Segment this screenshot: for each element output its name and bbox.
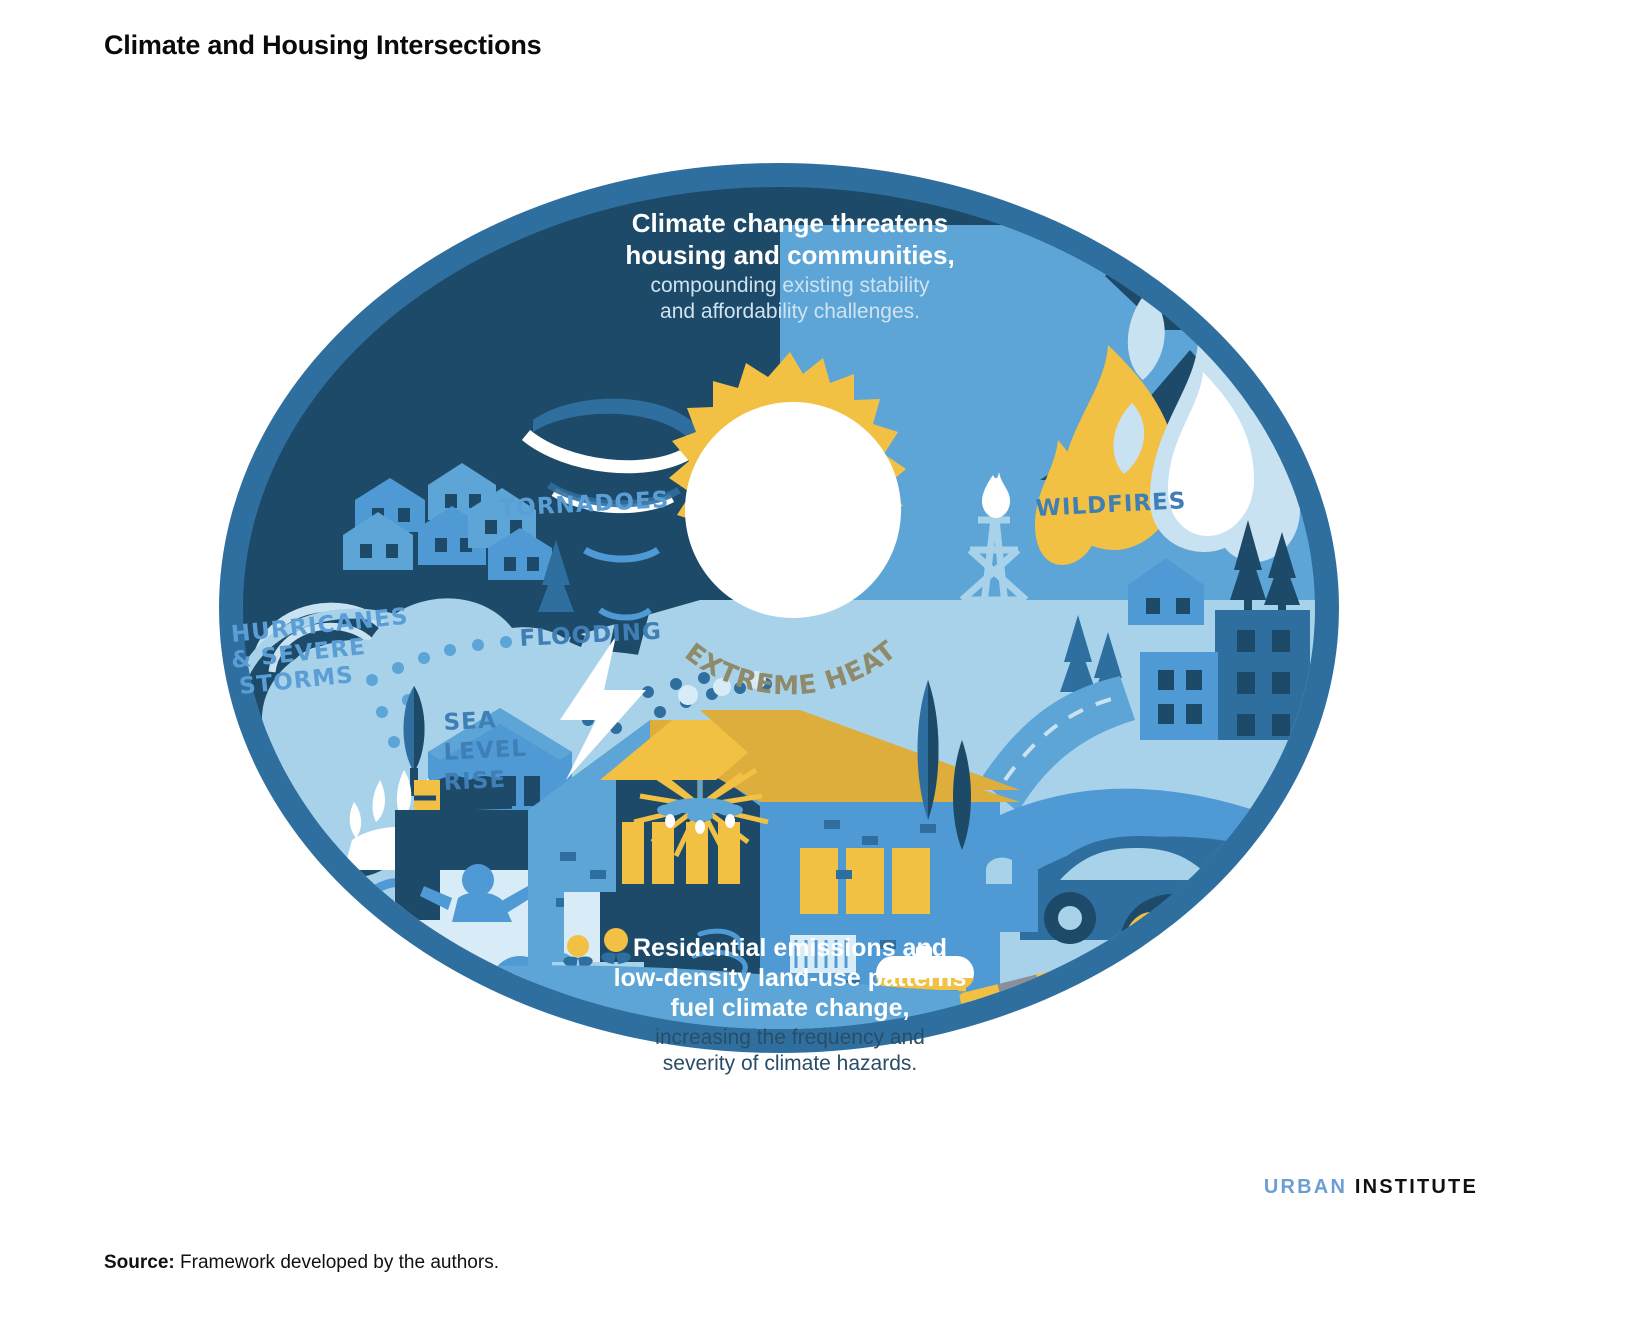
scene: EXTREME HEAT: [200, 187, 1400, 1160]
bottom-callout: Residential emissions and low-density la…: [614, 934, 967, 1075]
hazard-labels: TORNADOES WILDFIRES FLOODING HURRICANES …: [230, 487, 1187, 796]
svg-text:and affordability challenges.: and affordability challenges.: [660, 300, 920, 323]
house-cluster: [343, 463, 552, 580]
page-title: Climate and Housing Intersections: [104, 30, 542, 60]
svg-text:fuel climate change,: fuel climate change,: [671, 994, 910, 1022]
svg-text:housing and communities,: housing and communities,: [625, 240, 954, 270]
label-sea-level-1: SEA: [443, 707, 497, 736]
central-house: [528, 680, 1020, 1000]
tornado-scene: [343, 398, 709, 675]
svg-text:increasing the frequency and: increasing the frequency and: [655, 1026, 925, 1049]
logo-institute: INSTITUTE: [1354, 1176, 1478, 1198]
sun-extreme-heat: [669, 352, 906, 618]
climate-housing-figure: EXTREME HEAT: [0, 80, 1630, 1160]
building: [1215, 610, 1310, 740]
top-callout: Climate change threatens housing and com…: [625, 208, 954, 323]
svg-text:compounding existing stability: compounding existing stability: [651, 274, 930, 297]
bottom-crescent: [200, 1070, 1400, 1160]
source-note: Source: Framework developed by the autho…: [104, 1252, 499, 1274]
svg-text:Climate change threatens: Climate change threatens: [632, 208, 948, 238]
label-sea-level-3: RISE: [443, 767, 507, 796]
logo-urban: URBAN: [1263, 1176, 1348, 1198]
transmission-tower: [952, 509, 1036, 684]
urban-institute-logo: URBAN INSTITUTE: [1264, 1176, 1478, 1199]
propane-tank: [876, 946, 974, 998]
forklift-operator: [420, 864, 534, 922]
figure-svg: EXTREME HEAT: [200, 163, 1400, 1160]
ceiling-lamp: [633, 767, 769, 862]
road: [980, 676, 1135, 812]
lightning-bolt-icon: [560, 636, 646, 780]
svg-text:severity of climate hazards.: severity of climate hazards.: [663, 1052, 917, 1075]
svg-text:Residential emissions and: Residential emissions and: [633, 934, 947, 962]
tower-flame-icon: [982, 472, 1010, 518]
label-sea-level-2: LEVEL: [443, 736, 528, 766]
source-label: Source:: [104, 1252, 175, 1273]
source-text: Framework developed by the authors.: [174, 1252, 499, 1273]
svg-text:low-density land-use patterns: low-density land-use patterns: [614, 964, 967, 992]
